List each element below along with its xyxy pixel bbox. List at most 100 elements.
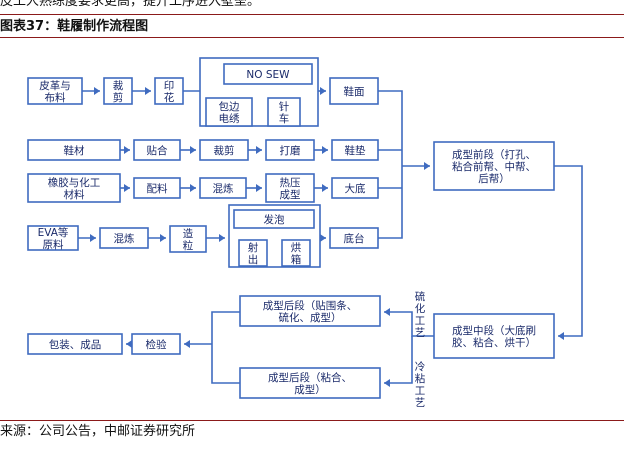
node-box-nosew: [223, 63, 313, 85]
node-label-back2: 成型后段（粘合、: [268, 371, 352, 384]
arrowhead: [160, 234, 166, 242]
node-box-back2: [239, 367, 381, 399]
node-label-needle: 车: [279, 112, 290, 125]
node-box-front: [433, 141, 555, 191]
node-label-insole: 鞋垫: [345, 144, 366, 157]
node-label-inject: 射: [248, 241, 259, 254]
node-label-back1: 硫化、成型）: [279, 311, 342, 324]
node-label-laminate: 贴合: [147, 144, 168, 157]
arrowhead: [256, 146, 262, 154]
vulcanization-process-label: 艺: [415, 327, 426, 339]
arrowhead: [320, 234, 326, 242]
node-label-cut1: 剪: [113, 91, 124, 104]
node-label-grind: 打磨: [280, 144, 301, 157]
node-label-cut1: 裁: [113, 79, 124, 92]
node-label-nosew: NO SEW: [246, 69, 290, 81]
arrowhead: [94, 87, 100, 95]
arrowhead: [124, 146, 130, 154]
arrowhead: [424, 162, 430, 170]
arrowhead: [90, 234, 96, 242]
node-label-needle: 针: [279, 100, 290, 113]
node-label-print: 花: [164, 91, 175, 104]
node-label-hotpress: 成型: [280, 188, 301, 201]
node-label-pellet: 粒: [183, 239, 194, 252]
arrowhead: [124, 184, 130, 192]
node-box-cut2: [199, 139, 249, 161]
node-label-middle: 成型中段（大底刷: [452, 324, 536, 337]
node-box-mix2: [99, 227, 149, 249]
title-bottom-rule: [0, 37, 624, 38]
node-box-knead: [199, 177, 247, 199]
node-label-mix1: 配料: [147, 182, 168, 195]
node-label-oven: 烘: [291, 242, 302, 254]
arrowhead: [126, 340, 132, 348]
node-label-rubber: 材料: [64, 188, 85, 201]
arrowhead: [184, 340, 190, 348]
connector-line: [378, 90, 403, 239]
node-box-foam: [233, 209, 315, 229]
node-box-needle: [267, 97, 301, 127]
node-label-front: 后帮）: [478, 173, 510, 185]
node-box-material: [27, 139, 121, 161]
node-label-foam: 发泡: [264, 213, 285, 226]
node-label-leather: 布料: [45, 91, 66, 104]
node-label-leather: 皮革与: [39, 79, 71, 92]
node-box-grind: [265, 139, 315, 161]
cold-bond-process-label: 粘: [415, 372, 426, 385]
vulcanization-process-label: 硫: [415, 290, 426, 303]
node-label-eva: 原料: [43, 238, 64, 251]
node-box-rubber: [27, 173, 121, 203]
top-text-line: 皮工人熟练度要求更高，提升工序进入壁垒。: [0, 0, 261, 9]
node-label-eva: EVA等: [38, 226, 69, 239]
figure-title: 图表37：鞋履制作流程图: [0, 19, 149, 34]
node-label-edge: 包边: [219, 100, 240, 113]
node-box-insole: [331, 139, 379, 161]
node-box-upper: [329, 77, 379, 105]
node-box-back1: [239, 295, 381, 327]
arrowhead: [219, 234, 225, 242]
node-box-sole: [329, 227, 379, 249]
node-box-pellet: [169, 225, 207, 253]
vulcanization-process-label: 化: [415, 302, 426, 315]
arrowhead: [145, 87, 151, 95]
arrowhead: [558, 332, 564, 340]
cold-bond-process-label: 艺: [415, 397, 426, 409]
arrowhead: [384, 379, 390, 387]
node-box-laminate: [133, 139, 181, 161]
node-label-inspect: 检验: [146, 338, 167, 351]
arrowhead: [256, 184, 262, 192]
cold-bond-process-label: 工: [415, 385, 426, 397]
connector-line: [384, 336, 413, 384]
title-top-rule: [0, 14, 624, 15]
node-label-outsole: 大底: [345, 182, 366, 195]
node-label-edge: 电绣: [219, 112, 240, 125]
arrowhead: [322, 146, 328, 154]
node-label-cut2: 裁剪: [214, 144, 235, 157]
node-label-pellet: 造: [183, 227, 194, 240]
vulcanization-process-label: 工: [415, 315, 426, 327]
node-box-inject: [238, 239, 268, 267]
arrowhead: [190, 184, 196, 192]
node-box-hotpress: [265, 173, 315, 203]
arrowhead: [190, 146, 196, 154]
node-label-mix2: 混炼: [114, 232, 135, 245]
node-box-oven: [281, 239, 311, 267]
node-label-oven: 箱: [291, 253, 302, 266]
node-box-outsole: [331, 177, 379, 199]
arrowhead: [322, 184, 328, 192]
node-label-front: 成型前段（打孔、: [452, 148, 536, 161]
node-box-middle: [433, 313, 555, 359]
node-box-mix1: [133, 177, 181, 199]
node-label-upper: 鞋面: [344, 85, 365, 98]
connector-line: [384, 311, 434, 337]
node-box-inspect: [131, 333, 181, 355]
source-top-rule: [0, 420, 624, 421]
cold-bond-process-label: 冷: [415, 360, 426, 373]
node-label-middle: 胶、粘合、烘干）: [452, 336, 536, 349]
node-box-print: [154, 77, 184, 105]
node-label-knead: 混炼: [213, 182, 234, 195]
node-label-material: 鞋材: [64, 144, 85, 157]
node-box-edge: [205, 97, 253, 127]
node-label-front: 粘合前帮、中帮、: [452, 160, 536, 173]
